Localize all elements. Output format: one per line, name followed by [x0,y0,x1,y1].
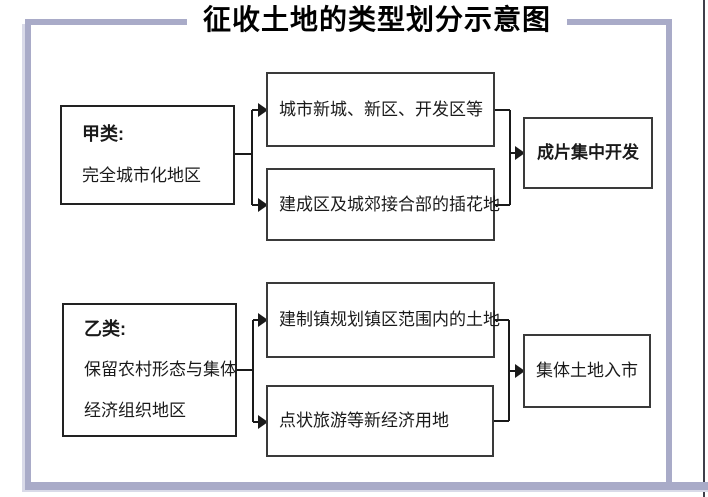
connector-a-result [495,109,516,206]
frame-border-bottom-highlight [22,490,708,492]
box-branch-tourism-economy-land: 点状旅游等新经济用地 [266,385,494,457]
box-branch-new-towns: 城市新城、新区、开发区等 [266,72,495,147]
connector-b-source [237,319,259,423]
box-type-a-line: 完全城市化地区 [82,166,201,185]
box-result-concentrated-development: 成片集中开发 [523,117,653,189]
box-type-b-line2: 经济组织地区 [84,401,186,420]
frame-border-right [666,19,672,490]
frame-border-left [25,19,31,490]
box-type-a-title: 甲类: [82,124,124,144]
page-edge-line [703,0,705,497]
arrowhead-right-icon [258,198,268,212]
box-result-collective-land-market: 集体土地入市 [523,334,651,408]
box-result-concentrated-development-label: 成片集中开发 [537,143,639,162]
box-branch-tourism-economy-land-label: 点状旅游等新经济用地 [279,411,449,430]
box-branch-new-towns-label: 城市新城、新区、开发区等 [279,99,483,119]
box-type-b: 乙类: 保留农村形态与集体 经济组织地区 [62,303,237,437]
arrowhead-right-icon [258,103,268,117]
page-title: 征收土地的类型划分示意图 [186,1,568,39]
arrowhead-right-icon [515,146,525,160]
box-type-a: 甲类: 完全城市化地区 [60,105,235,205]
arrowhead-right-icon [515,364,525,378]
box-branch-town-planning-land: 建制镇规划镇区范围内的土地 [266,282,500,358]
frame-border-left-highlight [22,24,25,490]
arrowhead-right-icon [258,313,268,327]
frame-border-bottom [25,482,708,490]
box-branch-built-up-area: 建成区及城郊接合部的插花地 [266,168,500,241]
connector-b-result [494,319,516,422]
connector-a-source [235,109,259,206]
box-result-collective-land-market-label: 集体土地入市 [536,361,638,380]
box-type-b-title: 乙类: [84,319,126,339]
box-type-b-line1: 保留农村形态与集体 [84,360,237,379]
arrowhead-right-icon [258,415,268,429]
box-branch-built-up-area-label: 建成区及城郊接合部的插花地 [279,194,500,214]
box-branch-town-planning-land-label: 建制镇规划镇区范围内的土地 [279,310,500,329]
